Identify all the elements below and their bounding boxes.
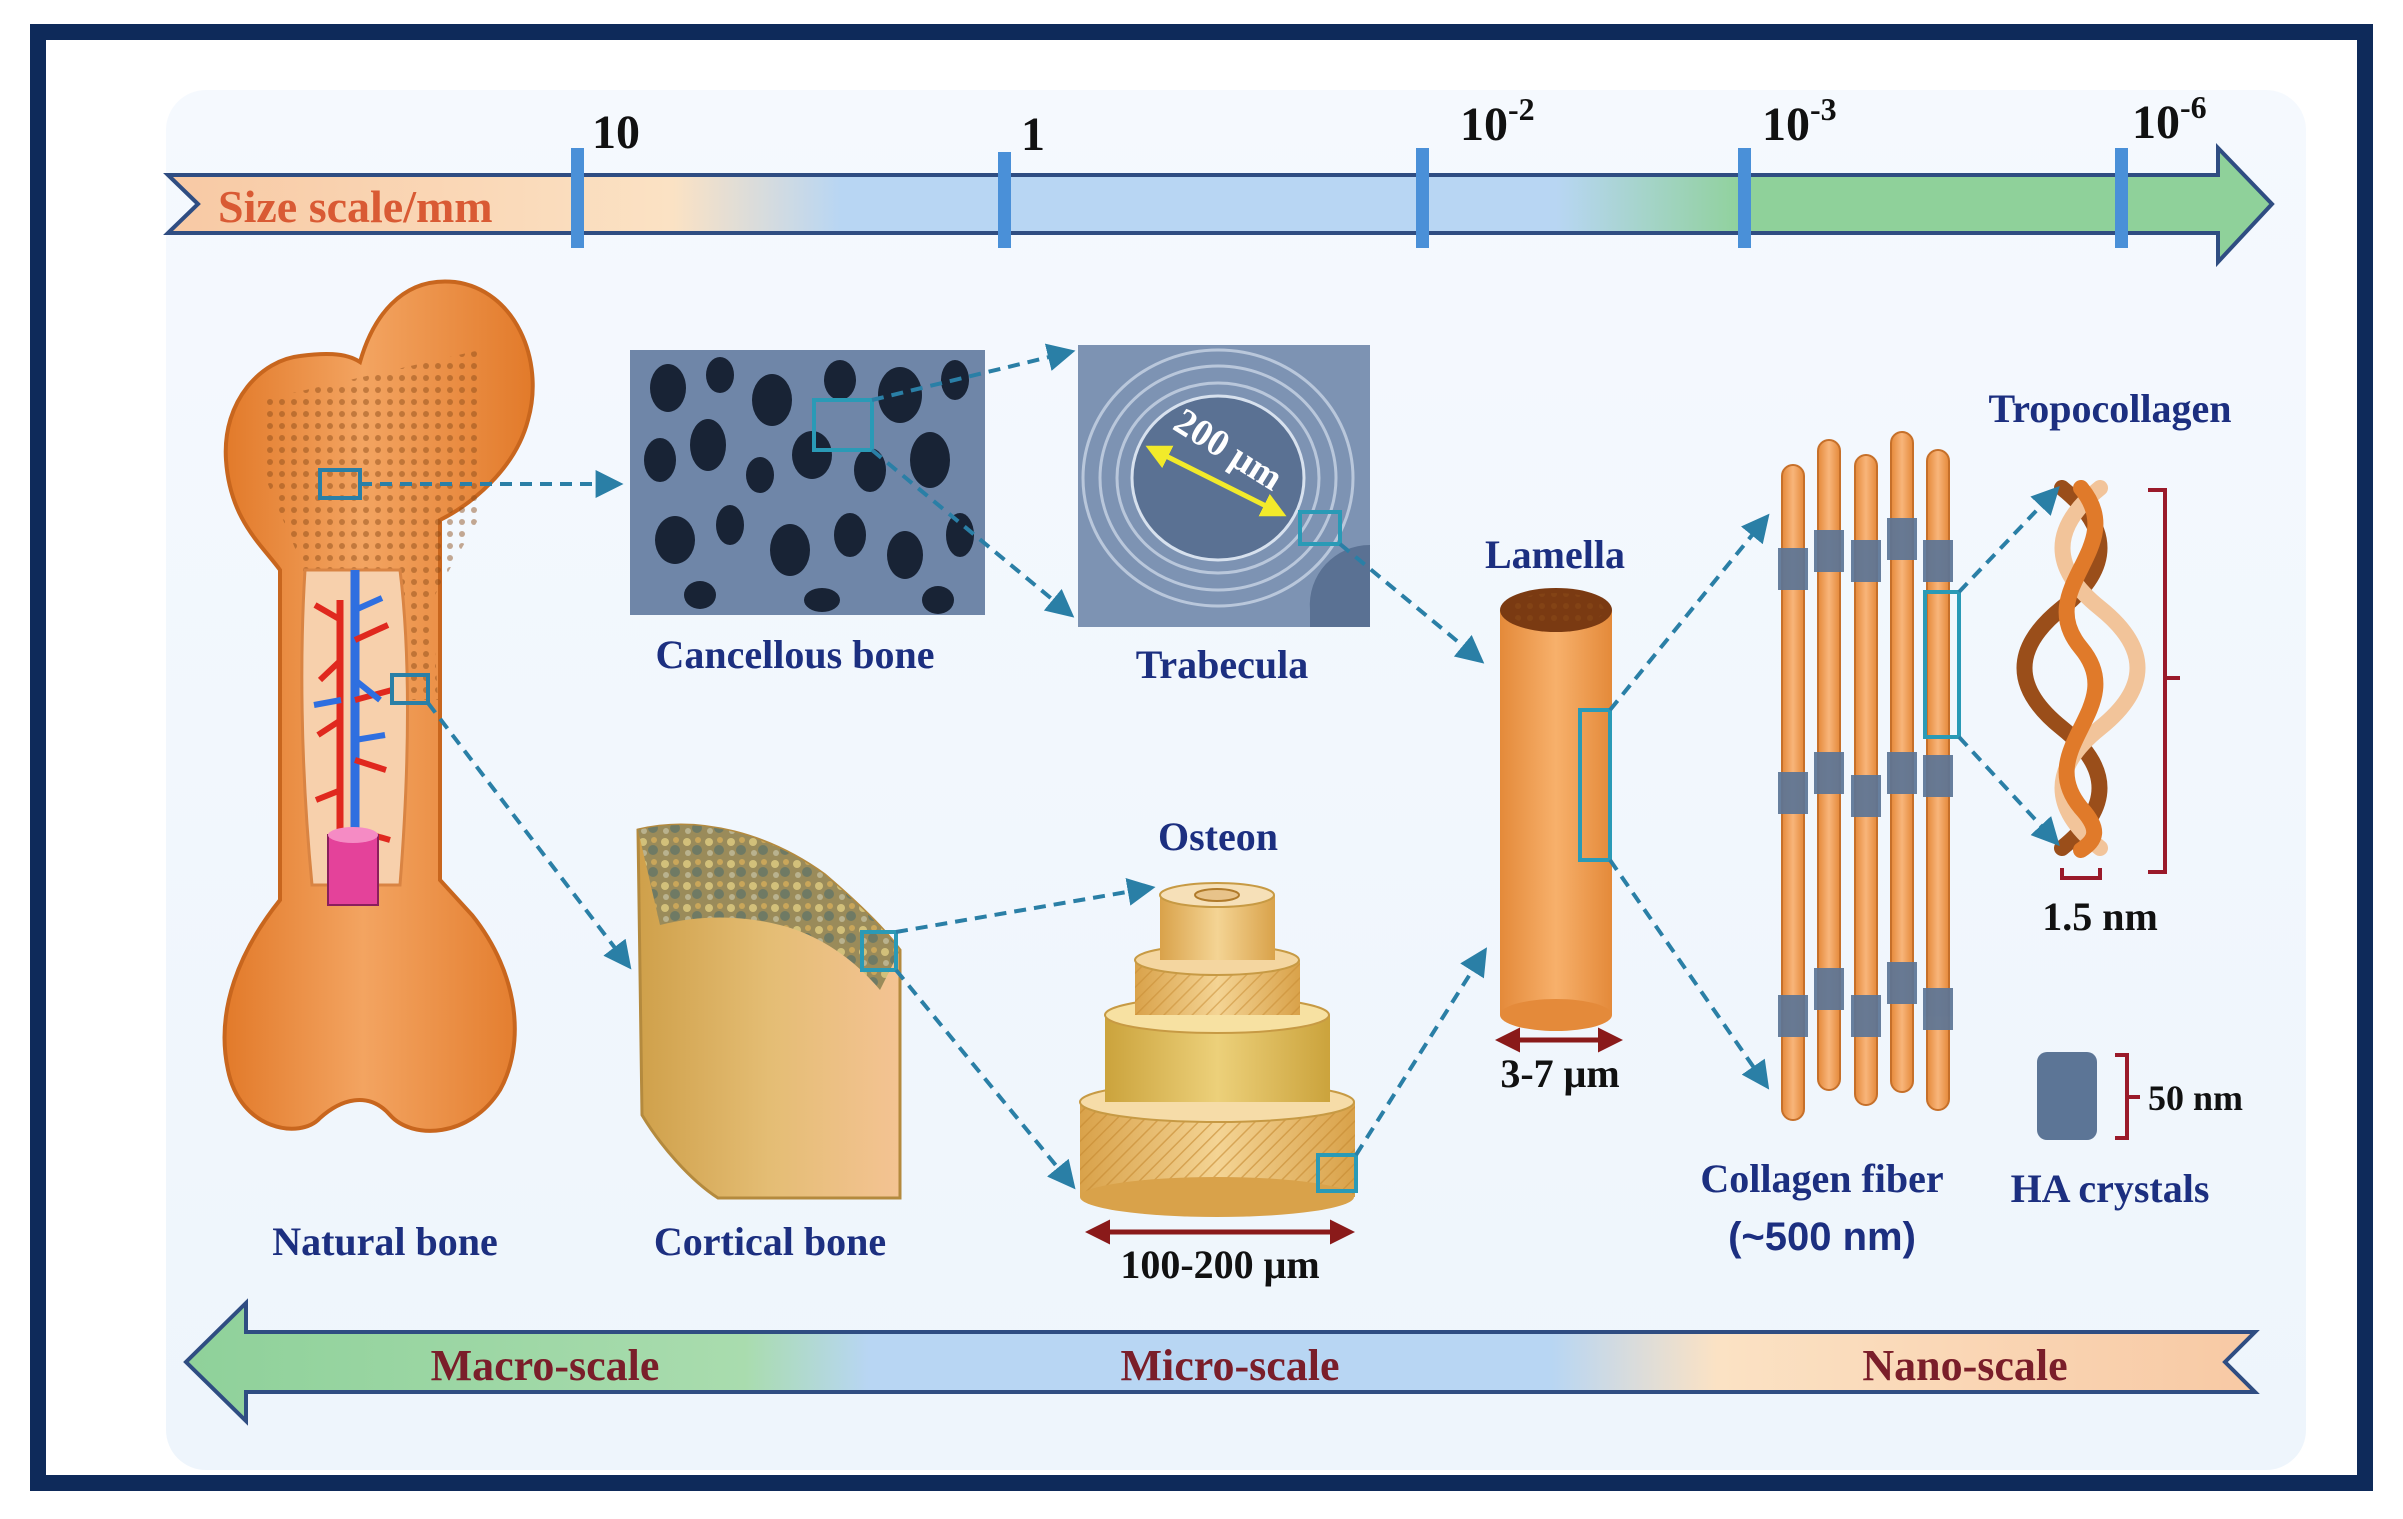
cortical-zoom-box (860, 930, 898, 972)
connector-cancellous-to-trabecula-bottom (870, 448, 1075, 618)
connector-osteon-to-lamella (1354, 947, 1487, 1157)
natural-bone-illustration (222, 279, 535, 1133)
cancellous-zoom-box (812, 398, 874, 452)
macro-scale-label: Macro-scale (431, 1341, 660, 1390)
nano-scale-label: Nano-scale (1862, 1341, 2067, 1390)
lamella-illustration (1500, 588, 1612, 1031)
connector-lamella-to-collagen-bottom (1608, 858, 1770, 1090)
size-scale-ticks (571, 148, 2128, 248)
connector-trabecula-to-lamella (1338, 542, 1485, 664)
osteon-label: Osteon (1158, 814, 1278, 859)
scale-range-arrow (183, 1298, 2260, 1426)
tick-10e-6 (2115, 148, 2128, 248)
tick-label-10e-2: 10-2 (1460, 91, 1535, 151)
tick-label-10: 10 (592, 106, 640, 159)
tropocollagen-length-bracket (2148, 488, 2180, 874)
ha-crystal-dimension-label: 50 nm (2148, 1078, 2243, 1118)
tropocollagen-triple-helix (2016, 480, 2146, 858)
collagen-fiber-label: Collagen fiber (1700, 1156, 1943, 1201)
tropocollagen-dimension-label: 1.5 nm (2042, 894, 2158, 939)
cancellous-bone-image (630, 350, 985, 615)
tick-label-10e-3: 10-3 (1762, 91, 1837, 151)
micro-scale-label: Micro-scale (1120, 1341, 1339, 1390)
connector-lamella-to-collagen-top (1608, 513, 1770, 712)
collagen-fiber-dimension: (~500 nm) (1728, 1215, 1916, 1259)
size-scale-label: Size scale/mm (218, 181, 493, 232)
connector-collagen-to-tropocollagen-top (1957, 485, 2060, 594)
ha-crystal-bracket (2115, 1053, 2140, 1140)
connector-cancellous-to-trabecula-top (871, 343, 1076, 402)
connector-cortical-to-osteon-top (895, 878, 1156, 934)
ha-crystals-label: HA crystals (2011, 1166, 2210, 1211)
figure-frame (30, 24, 2373, 1491)
trabecula-image: 200 μm (1078, 345, 1370, 627)
tick-1 (998, 152, 1011, 248)
tick-10e-3 (1738, 148, 1751, 248)
lamella-label: Lamella (1485, 532, 1625, 577)
osteon-illustration (1079, 882, 1358, 1217)
cortical-bone-label: Cortical bone (654, 1219, 886, 1264)
cancellous-bone-label: Cancellous bone (656, 632, 935, 677)
lamella-zoom-box (1578, 708, 1612, 862)
tropocollagen-label: Tropocollagen (1989, 386, 2232, 431)
tick-10 (571, 148, 584, 248)
tick-label-1: 1 (1021, 108, 1045, 161)
ha-crystal-block (2037, 1052, 2097, 1140)
trabecula-zoom-box (1298, 510, 1342, 546)
trabecula-label: Trabecula (1136, 642, 1309, 687)
osteon-dimension-label: 100-200 μm (1120, 1242, 1319, 1287)
tick-label-10e-6: 10-6 (2132, 89, 2207, 149)
osteon-zoom-box (1316, 1153, 1358, 1193)
lamella-dimension-label: 3-7 μm (1500, 1051, 1619, 1096)
tick-10e-2 (1416, 148, 1429, 248)
connector-cortical-to-osteon-bottom (894, 968, 1076, 1190)
zoom-connectors (360, 343, 2060, 1190)
cortical-bone-illustration (636, 823, 902, 1200)
natural-bone-zoom-box-cortical (390, 673, 430, 705)
connector-collagen-to-tropocollagen-bottom (1957, 735, 2060, 847)
connector-bone-to-cortical (426, 701, 632, 970)
trabecula-dimension-arrow (1145, 445, 1287, 517)
tropocollagen-width-bracket (2060, 868, 2102, 880)
collagen-fiber-illustration (1778, 431, 1961, 1121)
collagen-zoom-box (1923, 590, 1961, 739)
natural-bone-label: Natural bone (272, 1219, 498, 1264)
